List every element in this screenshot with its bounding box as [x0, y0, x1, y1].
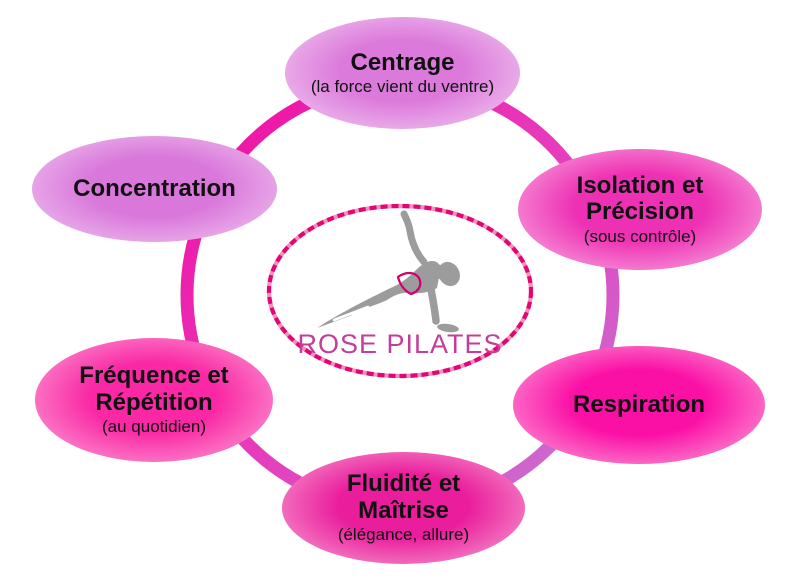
principle-bubble-respiration: Respiration	[513, 346, 765, 464]
principle-title: Respiration	[572, 390, 706, 418]
brand-title: ROSE PILATES	[297, 329, 503, 359]
principle-subtitle: (au quotidien)	[102, 417, 206, 437]
principle-title: Fréquence et Répétition	[79, 362, 229, 416]
principle-title: Fluidité et Maîtrise	[346, 470, 461, 524]
principle-bubble-fluidite-maitrise: Fluidité et Maîtrise (élégance, allure)	[282, 452, 525, 564]
principle-subtitle: (la force vient du ventre)	[310, 77, 495, 97]
principle-title: Isolation et Précision	[576, 171, 704, 226]
principle-subtitle: (élégance, allure)	[337, 525, 470, 545]
principle-bubble-concentration: Concentration	[32, 136, 277, 242]
principle-bubble-centrage: Centrage (la force vient du ventre)	[285, 17, 520, 129]
bikini-outline	[396, 271, 422, 296]
side-plank-figure-icon	[317, 210, 460, 333]
principle-bubble-frequence-repetition: Fréquence et Répétition (au quotidien)	[35, 338, 273, 462]
principle-title: Centrage	[350, 48, 455, 76]
principle-title: Concentration	[73, 174, 236, 202]
principle-subtitle: (sous contrôle)	[583, 226, 697, 246]
principle-bubble-isolation-precision: Isolation et Précision (sous contrôle)	[518, 149, 762, 270]
